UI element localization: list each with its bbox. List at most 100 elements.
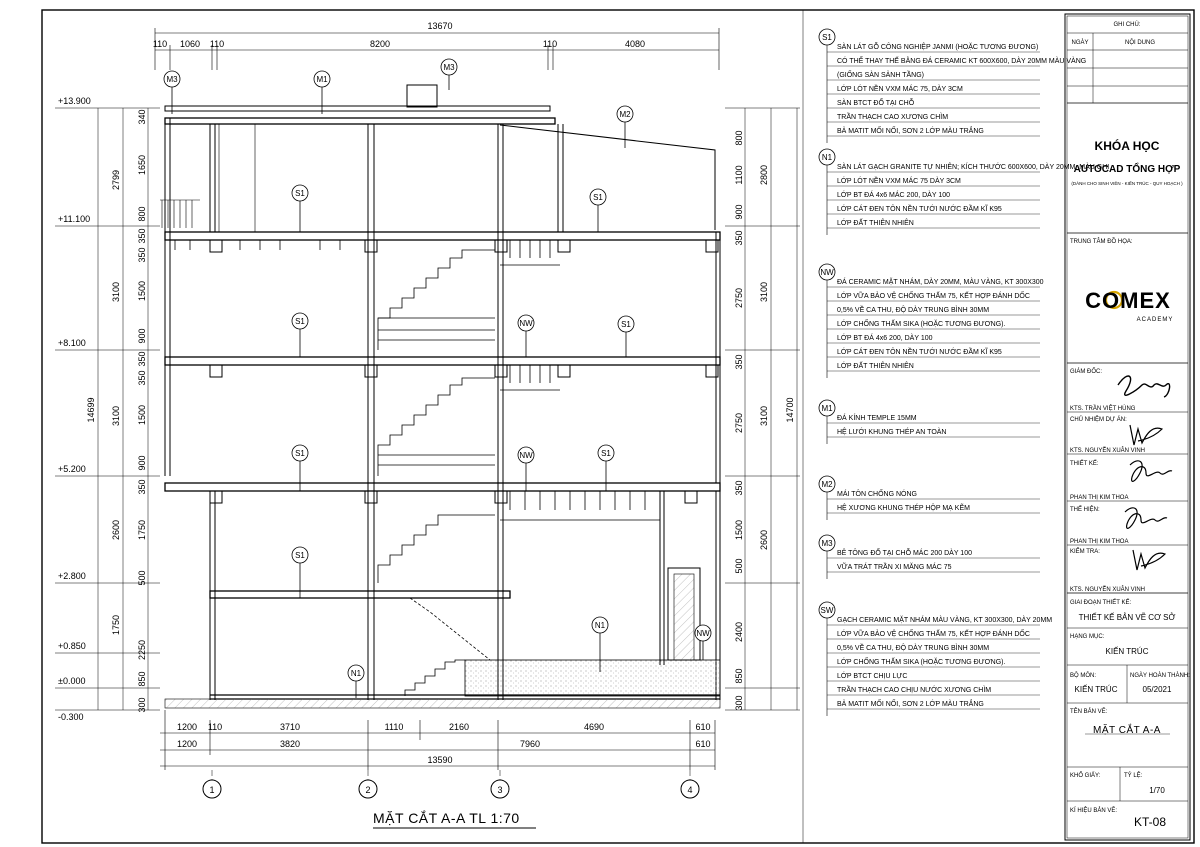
tag-s1: S1: [295, 317, 305, 326]
date-value: 05/2021: [1143, 685, 1172, 694]
course-title-2: AUTOCAD TỔNG HỢP: [1074, 162, 1181, 175]
legend-tag-label: N1: [822, 153, 833, 162]
dept-label: BỘ MÔN:: [1070, 672, 1096, 679]
level-0000: ±0.000: [58, 676, 85, 686]
tag-s1: S1: [295, 449, 305, 458]
right-inner-dim: 1100: [734, 165, 744, 184]
level-5200: +5.200: [58, 464, 86, 474]
signature-designer: [1129, 460, 1173, 482]
right-inner-dim: 300: [734, 695, 744, 710]
legend-line-text: LỚP LÓT NỀN VXM MÁC 75, DÀY 3CM: [837, 83, 963, 93]
legend-line-text: 0,5% VỀ CA THU, ĐỘ DÀY TRUNG BÌNH 30MM: [837, 642, 989, 652]
right-inner-dim: 2400: [734, 622, 744, 642]
legend-line-text: BÊ TÔNG ĐỔ TẠI CHỖ MÁC 200 DÀY 100: [837, 548, 972, 557]
legend-line-text: ĐÁ CERAMIC MẶT NHÁM, DÀY 20MM, MÀU VÀNG,…: [837, 277, 1044, 286]
left-outer-dim: 2799: [111, 170, 121, 190]
course-title-1: KHÓA HỌC: [1095, 138, 1160, 153]
draw-label: THỂ HIỆN:: [1070, 505, 1100, 513]
director-label: GIÁM ĐỐC:: [1070, 368, 1102, 375]
legend-line-text: LỚP CÁT ĐEN TÔN NỀN TƯỚI NƯỚC ĐẦM KĨ K95: [837, 346, 1002, 356]
left-outer-dim: 2600: [111, 520, 121, 540]
signature-pm: [1129, 424, 1164, 446]
notes-col-content: NỘI DUNG: [1125, 39, 1155, 46]
legend-line-text: LỚP LÓT NỀN VXM MÁC 75 DÀY 3CM: [837, 175, 961, 185]
phase-value: THIẾT KẾ BẢN VẼ CƠ SỞ: [1079, 612, 1176, 622]
grid-label: 1: [209, 785, 214, 795]
center-label: TRUNG TÂM ĐỒ HỌA:: [1070, 238, 1133, 245]
logo-text: COMEX: [1085, 288, 1171, 313]
drawing-name-value: MẶT CẮT A-A: [1093, 723, 1161, 736]
tag-n1: N1: [595, 621, 606, 630]
right-inner-dim: 900: [734, 204, 744, 219]
level-8100: +8.100: [58, 338, 86, 348]
right-overall-dim: 14700: [785, 397, 795, 422]
right-inner-dim: 800: [734, 130, 744, 145]
left-dim-lines: [97, 108, 149, 710]
level-lines: [55, 107, 160, 711]
bottom-dim: 2160: [449, 722, 469, 732]
notes-col-date: NGÀY: [1071, 39, 1088, 46]
bottom-dim-total: 13590: [427, 755, 452, 765]
left-overall-dim: 14699: [86, 397, 96, 422]
right-outer-dim: 2600: [759, 530, 769, 550]
legend-line-text: LỚP BTCT CHỊU LỰC: [837, 671, 907, 680]
section-drawing: [55, 28, 800, 799]
top-dimensions: [154, 28, 720, 70]
check-label: KIỂM TRA:: [1070, 548, 1100, 555]
legend-line-text: BẢ MATIT MỐI NỐI, SƠN 2 LỚP MÀU TRẮNG: [837, 698, 984, 708]
tag-s1: S1: [593, 193, 603, 202]
legend-line-text: BẢ MATIT MỐI NỐI, SƠN 2 LỚP MÀU TRẮNG: [837, 125, 984, 135]
design-name: PHAN THỊ KIM THOA: [1070, 495, 1128, 501]
legend-line-text: TRẦN THẠCH CAO CHỊU NƯỚC XƯƠNG CHÌM: [837, 684, 991, 694]
phase-label: GIAI ĐOẠN THIẾT KẾ:: [1070, 599, 1131, 606]
grid-label: 2: [365, 785, 370, 795]
legend-line-text: LỚP VỮA BẢO VỆ CHỐNG THẤM 75, KẾT HỢP ĐÁ…: [837, 290, 1030, 300]
legend-tag-label: NW: [820, 268, 834, 277]
signature-drafter: [1124, 507, 1168, 529]
grid-bubble-3: [490, 779, 510, 799]
grid-axes: [211, 770, 691, 780]
tag-s1: S1: [295, 189, 305, 198]
level-13900: +13.900: [58, 96, 91, 106]
tag-s1: S1: [295, 551, 305, 560]
left-outer-dim: 3100: [111, 282, 121, 302]
roof-parapet: [164, 105, 551, 112]
right-inner-dim: 500: [734, 558, 744, 573]
legend-line-text: LỚP BT ĐÁ 4x6 MÁC 200, DÀY 100: [837, 190, 950, 199]
level-minus-0300: -0.300: [58, 712, 84, 722]
left-inner-dim: 350: [137, 228, 147, 243]
legend-line-text: (GIỐNG SÀN SẢNH TẦNG): [837, 69, 924, 79]
top-dim-e: 110: [543, 39, 557, 49]
bottom-dim: 1200: [177, 722, 197, 732]
door-glass: [673, 573, 695, 661]
right-dim-lines: [725, 107, 800, 711]
legend-line-text: GẠCH CERAMIC MẶT NHÁM MÀU VÀNG, KT 300X3…: [837, 615, 1052, 624]
legend-line-text: SÀN LÁT GẠCH GRANITE TỰ NHIÊN; KÍCH THƯỚ…: [837, 162, 1109, 171]
legend-line-text: LỚP BT ĐÁ 4x6 200, DÀY 100: [837, 333, 933, 342]
left-inner-dim: 300: [137, 697, 147, 712]
bottom-dim: 1110: [385, 722, 404, 732]
left-inner-dim: 1750: [137, 520, 147, 540]
roof-slope: [499, 124, 716, 230]
sheet-border: [41, 9, 1195, 844]
title-block: [1064, 13, 1191, 841]
legend-line-text: CÓ THỂ THAY THẾ BẰNG ĐÁ CERAMIC KT 600X6…: [837, 55, 1086, 65]
left-inner-dim: 900: [137, 328, 147, 343]
date-label: NGÀY HOÀN THÀNH:: [1130, 672, 1190, 679]
left-inner-dim: 2250: [137, 640, 147, 660]
roof-stair: [160, 199, 200, 228]
scale-label: TỶ LỆ:: [1124, 771, 1143, 779]
left-inner-dim: 1500: [137, 281, 147, 301]
bottom-dim: 610: [695, 739, 710, 749]
bottom-dimensions: [160, 710, 716, 770]
legend-line-text: MÁI TÔN CHỐNG NÓNG: [837, 488, 917, 498]
tag-m3: M3: [443, 63, 455, 72]
right-outer-dim: 3100: [759, 282, 769, 302]
top-dim-d: 8200: [370, 39, 390, 49]
floor-slabs: [164, 117, 721, 700]
legend-line-text: HỆ XƯƠNG KHUNG THÉP HỘP MẠ KẼM: [837, 503, 970, 512]
draw-name: PHAN THỊ KIM THOA: [1070, 539, 1128, 545]
